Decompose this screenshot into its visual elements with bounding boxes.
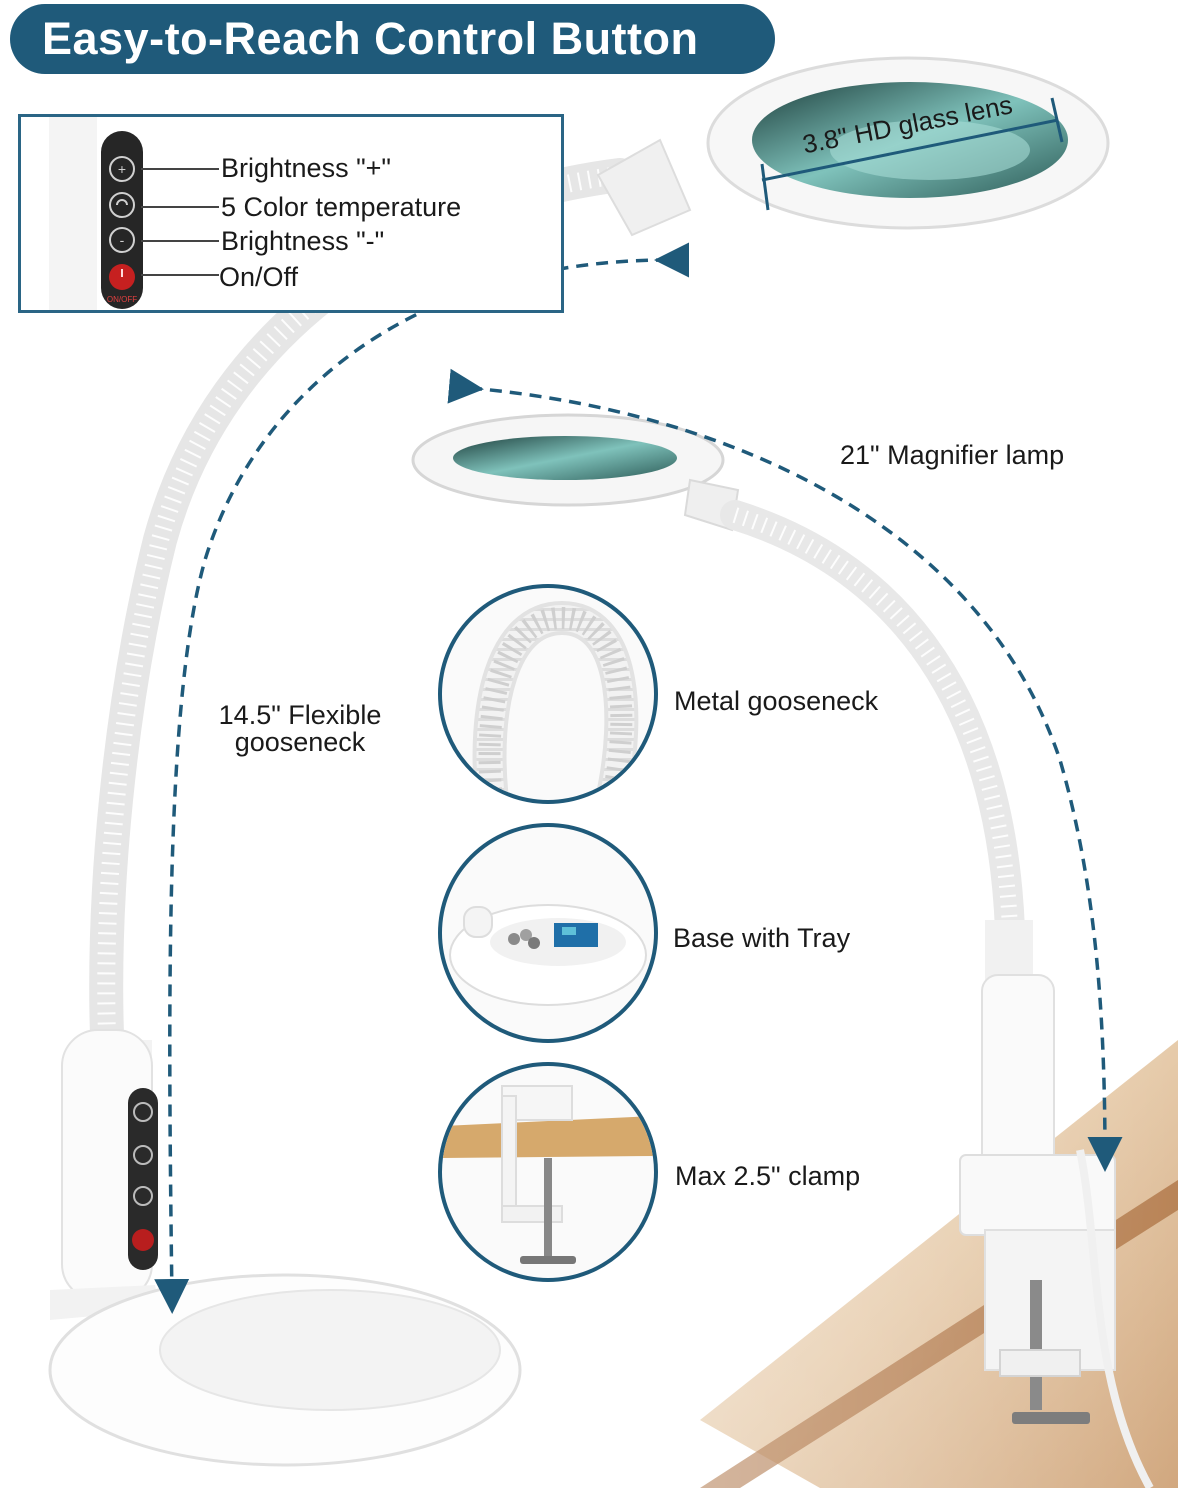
- clamp-image: [442, 1085, 654, 1264]
- power-label: On/Off: [219, 262, 299, 292]
- headline-title: Easy-to-Reach Control Button: [42, 13, 699, 64]
- feature-label-clamp: Max 2.5" clamp: [675, 1161, 861, 1191]
- gooseneck-length-line2: gooseneck: [234, 727, 366, 757]
- feature-label-gooseneck: Metal gooseneck: [674, 686, 879, 716]
- brightness-down-label: Brightness "-": [221, 226, 385, 256]
- brightness-up-label: Brightness "+": [221, 153, 392, 183]
- control-panel-inset: + - ON/OFF Brightness "+" 5 Color temper…: [18, 114, 564, 313]
- gooseneck-detail-image: [472, 600, 639, 800]
- length-arrow-left-lamp: [154, 242, 690, 1314]
- gooseneck-length-line1: 14.5" Flexible: [218, 700, 382, 730]
- lamp-body-closeup: [49, 117, 97, 310]
- feature-label-base: Base with Tray: [673, 923, 851, 953]
- left-lamp-base: [48, 1029, 522, 1467]
- feature-circle-clamp: [438, 1062, 658, 1282]
- svg-text:+: +: [118, 161, 126, 177]
- feature-circle-base: [438, 823, 658, 1043]
- lamp-length-label: 21" Magnifier lamp: [840, 440, 1065, 470]
- callout-lines: [141, 168, 219, 276]
- color-temperature-label: 5 Color temperature: [221, 192, 462, 222]
- power-button-text: ON/OFF: [107, 295, 137, 304]
- control-strip: + - ON/OFF: [101, 131, 143, 309]
- brightness-down-icon: -: [109, 227, 135, 253]
- feature-circle-gooseneck: [438, 584, 658, 804]
- color-temperature-icon: [109, 192, 135, 218]
- left-lamp-head: [596, 56, 1110, 237]
- brightness-up-icon: +: [109, 156, 135, 182]
- base-tray-image: [449, 904, 647, 1006]
- svg-text:-: -: [120, 232, 125, 248]
- lens-measure: [760, 97, 1064, 211]
- headline-banner: Easy-to-Reach Control Button: [10, 4, 775, 74]
- power-icon: [109, 264, 135, 290]
- gooseneck-length-label: 14.5" Flexible gooseneck: [200, 702, 400, 756]
